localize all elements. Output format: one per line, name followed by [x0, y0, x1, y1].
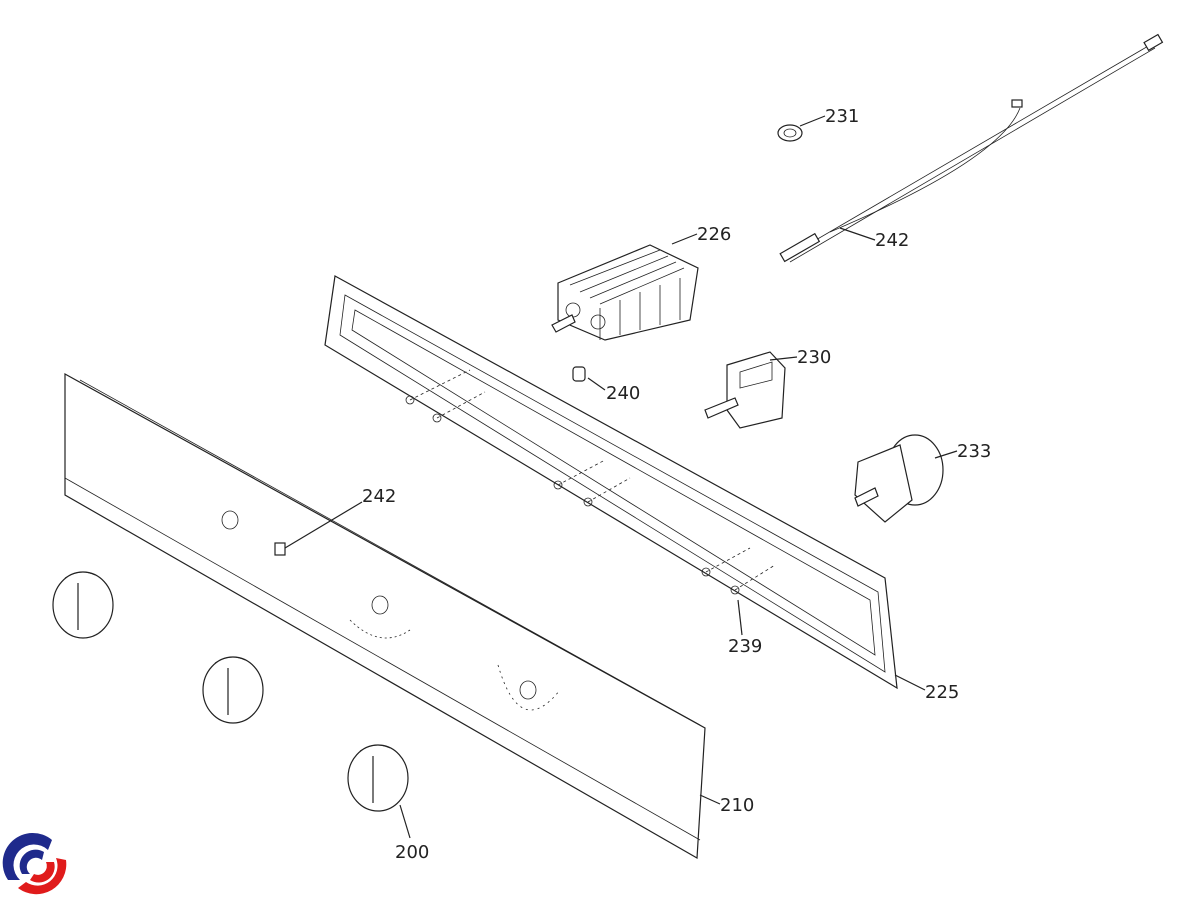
callout-240: 240 [606, 383, 640, 404]
callout-210: 210 [720, 795, 754, 816]
callout-230: 230 [797, 347, 831, 368]
part-210-front-panel: 242 210 [64, 372, 754, 860]
part-200-knobs: 200 [52, 571, 429, 863]
callout-226: 226 [697, 224, 731, 245]
part-240-spacer: 240 [572, 366, 640, 404]
callout-231: 231 [825, 106, 859, 127]
callout-239: 239 [728, 636, 762, 657]
callout-225: 225 [925, 682, 959, 703]
callout-242-panel: 242 [362, 486, 396, 507]
part-231-thermostat: 231 [777, 106, 859, 142]
part-225-control-bracket: 239 225 [324, 275, 959, 703]
part-233-timer: 233 [854, 434, 991, 523]
callout-233: 233 [957, 441, 991, 462]
part-230-regulator: 230 [704, 347, 831, 429]
callout-200: 200 [395, 842, 429, 863]
callout-242-harness: 242 [875, 230, 909, 251]
brand-logo [2, 832, 67, 895]
part-226-selector-switch: 226 [551, 224, 731, 341]
part-242-wire-harness: 242 [779, 33, 1164, 263]
